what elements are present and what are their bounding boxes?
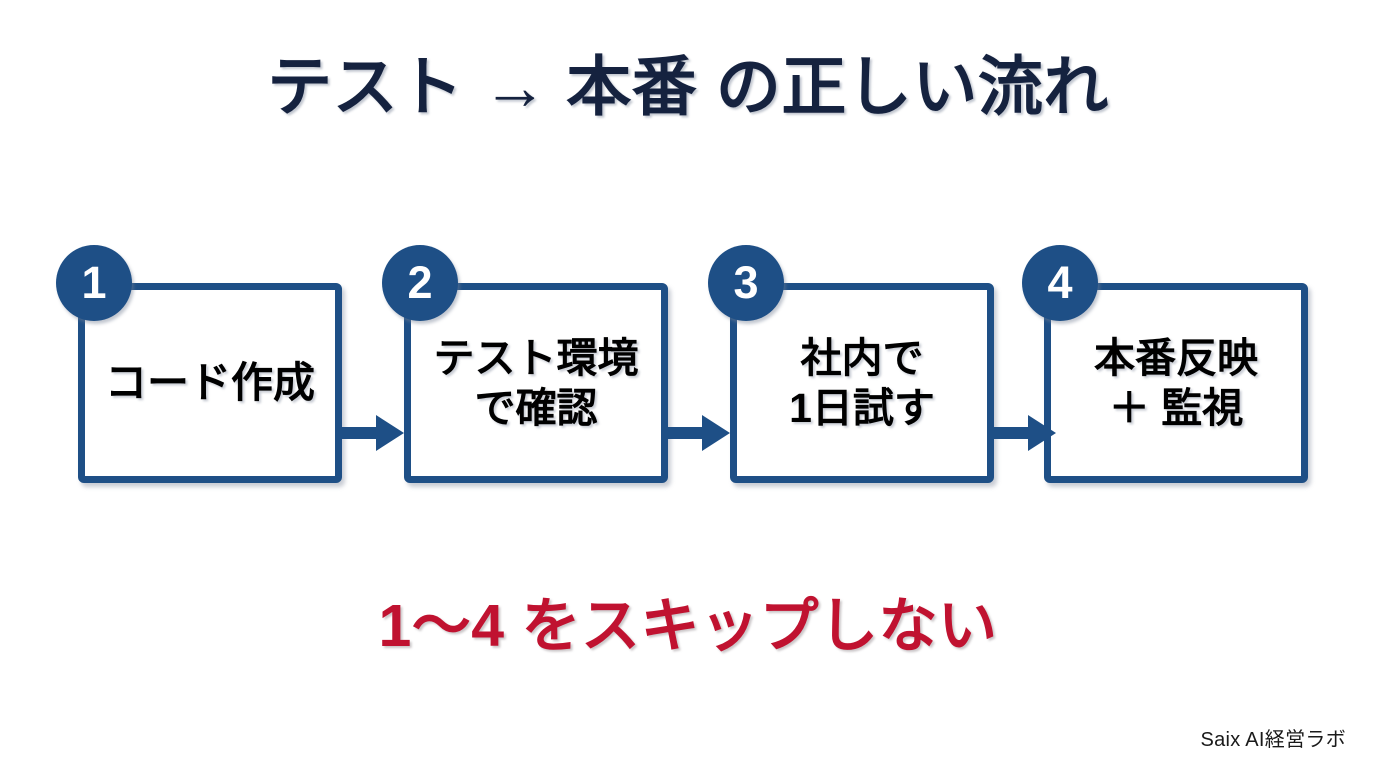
process-flow-diagram: コード作成 1 テスト環境 で確認 2 [0, 245, 1376, 495]
flow-step-1-box: コード作成 [78, 283, 342, 483]
flow-step-1[interactable]: コード作成 1 [56, 245, 342, 483]
flow-step-1-label: コード作成 [105, 357, 315, 408]
flow-step-4[interactable]: 本番反映 ＋ 監視 4 [1022, 245, 1308, 483]
arrow-right-icon-1 [342, 407, 406, 459]
flow-step-2-line-2: で確認 [474, 385, 598, 431]
flow-step-3-number-badge: 3 [708, 245, 784, 321]
arrow-right-icon-3 [994, 407, 1058, 459]
page-title: テスト → 本番 の正しい流れ [267, 50, 1109, 123]
flow-step-3-label: 社内で 1日試す [789, 333, 935, 433]
flow-step-4-line-1: 本番反映 [1094, 334, 1258, 381]
flow-step-1-number-badge: 1 [56, 245, 132, 321]
flow-step-4-number-badge: 4 [1022, 245, 1098, 321]
footer-brand: Saix AI経営ラボ [1200, 729, 1346, 751]
flow-step-1-line-1: コード作成 [104, 359, 315, 407]
flow-step-2-line-1: テスト環境 [433, 334, 639, 381]
flow-step-3-line-2: 1日試す [789, 385, 935, 431]
flow-step-2-box: テスト環境 で確認 [404, 283, 668, 483]
arrow-right-icon-2 [668, 407, 732, 459]
flow-step-4-line-2: ＋ 監視 [1108, 385, 1244, 431]
flow-step-2[interactable]: テスト環境 で確認 2 [382, 245, 668, 483]
flow-step-4-box: 本番反映 ＋ 監視 [1044, 283, 1308, 483]
flow-step-2-label: テスト環境 で確認 [434, 333, 639, 433]
warning-caption: 1〜4 をスキップしない [378, 593, 998, 659]
flow-step-2-number-badge: 2 [382, 245, 458, 321]
flow-step-3[interactable]: 社内で 1日試す 3 [708, 245, 994, 483]
flow-step-3-line-1: 社内で [800, 334, 924, 381]
flow-step-4-label: 本番反映 ＋ 監視 [1094, 333, 1258, 433]
flow-step-3-box: 社内で 1日試す [730, 283, 994, 483]
